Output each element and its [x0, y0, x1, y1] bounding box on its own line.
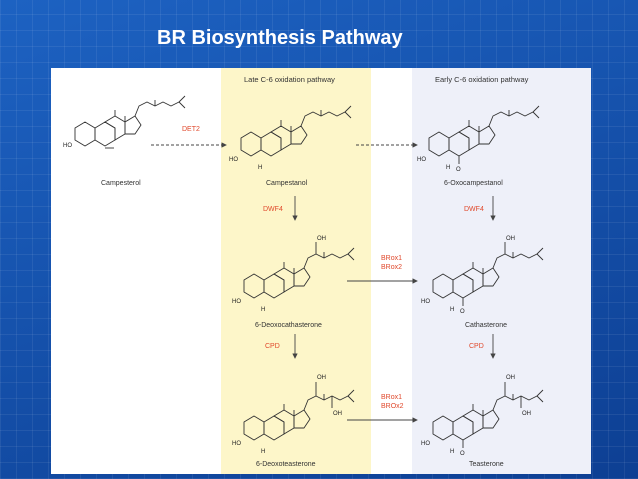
hydroxyl-label: HO	[421, 441, 430, 447]
campesterol-structure: HO	[63, 95, 186, 149]
deoxocathasterone-structure: OH HO H	[232, 236, 355, 313]
oxocampestanol-structure: HO H O	[417, 105, 540, 173]
cathasterone-label: Cathasterone	[465, 322, 507, 329]
hydroxyl-label: OH	[506, 375, 515, 381]
early-pathway-panel	[412, 68, 591, 474]
hydroxyl-label: OH	[317, 375, 326, 381]
hydrogen-label: H	[450, 307, 454, 313]
campestanol-label: Campestanol	[266, 180, 308, 187]
cpd-early-label: CPD	[469, 343, 484, 350]
hydroxyl-label: HO	[417, 157, 426, 163]
brox2-row3-label: BROx2	[381, 403, 404, 410]
ketone-oxygen-label: O	[460, 451, 465, 457]
teasterone-label: Teasterone	[469, 461, 504, 468]
ketone-oxygen-label: O	[456, 167, 461, 173]
deoxocathasterone-label: 6-Deoxocathasterone	[255, 322, 322, 329]
teasterone-structure: OH OH HO H O	[421, 375, 544, 457]
hydroxyl-label: HO	[421, 299, 430, 305]
brox2-row2-label: BRox2	[381, 264, 402, 271]
early-pathway-header: Early C-6 oxidation pathway	[435, 75, 529, 84]
pathway-figure: Late C-6 oxidation pathway Early C-6 oxi…	[51, 68, 591, 474]
brox1-row3-label: BRox1	[381, 394, 402, 401]
hydrogen-label: H	[450, 449, 454, 455]
dwf4-late-label: DWF4	[263, 206, 283, 213]
hydrogen-label: H	[258, 165, 262, 171]
late-pathway-header: Late C-6 oxidation pathway	[244, 75, 335, 84]
hydrogen-label: H	[261, 307, 265, 313]
slide-title: BR Biosynthesis Pathway	[157, 27, 403, 49]
hydroxyl-label: OH	[506, 236, 515, 242]
hydroxyl-label: OH	[317, 236, 326, 242]
deoxoteasterone-structure: OH OH HO H	[232, 375, 355, 455]
hydroxyl-label: HO	[232, 441, 241, 447]
oxocampestanol-label: 6-Oxocampestanol	[444, 180, 503, 187]
hydroxyl-label: OH	[522, 411, 531, 417]
late-pathway-panel	[221, 68, 371, 474]
brox1-row2-label: BRox1	[381, 255, 402, 262]
hydrogen-label: H	[261, 449, 265, 455]
hydroxyl-label: HO	[63, 143, 72, 149]
cpd-late-label: CPD	[265, 343, 280, 350]
det2-enzyme-label: DET2	[182, 126, 200, 133]
dwf4-early-label: DWF4	[464, 206, 484, 213]
campestanol-structure: HO H	[229, 105, 352, 171]
ketone-oxygen-label: O	[460, 309, 465, 315]
deoxoteasterone-label: 6-Deoxoteasterone	[256, 461, 316, 468]
hydroxyl-label: HO	[232, 299, 241, 305]
hydrogen-label: H	[446, 165, 450, 171]
cathasterone-structure: OH HO H O	[421, 236, 544, 315]
hydroxyl-label: HO	[229, 157, 238, 163]
campesterol-label: Campesterol	[101, 180, 141, 187]
hydroxyl-label: OH	[333, 411, 342, 417]
